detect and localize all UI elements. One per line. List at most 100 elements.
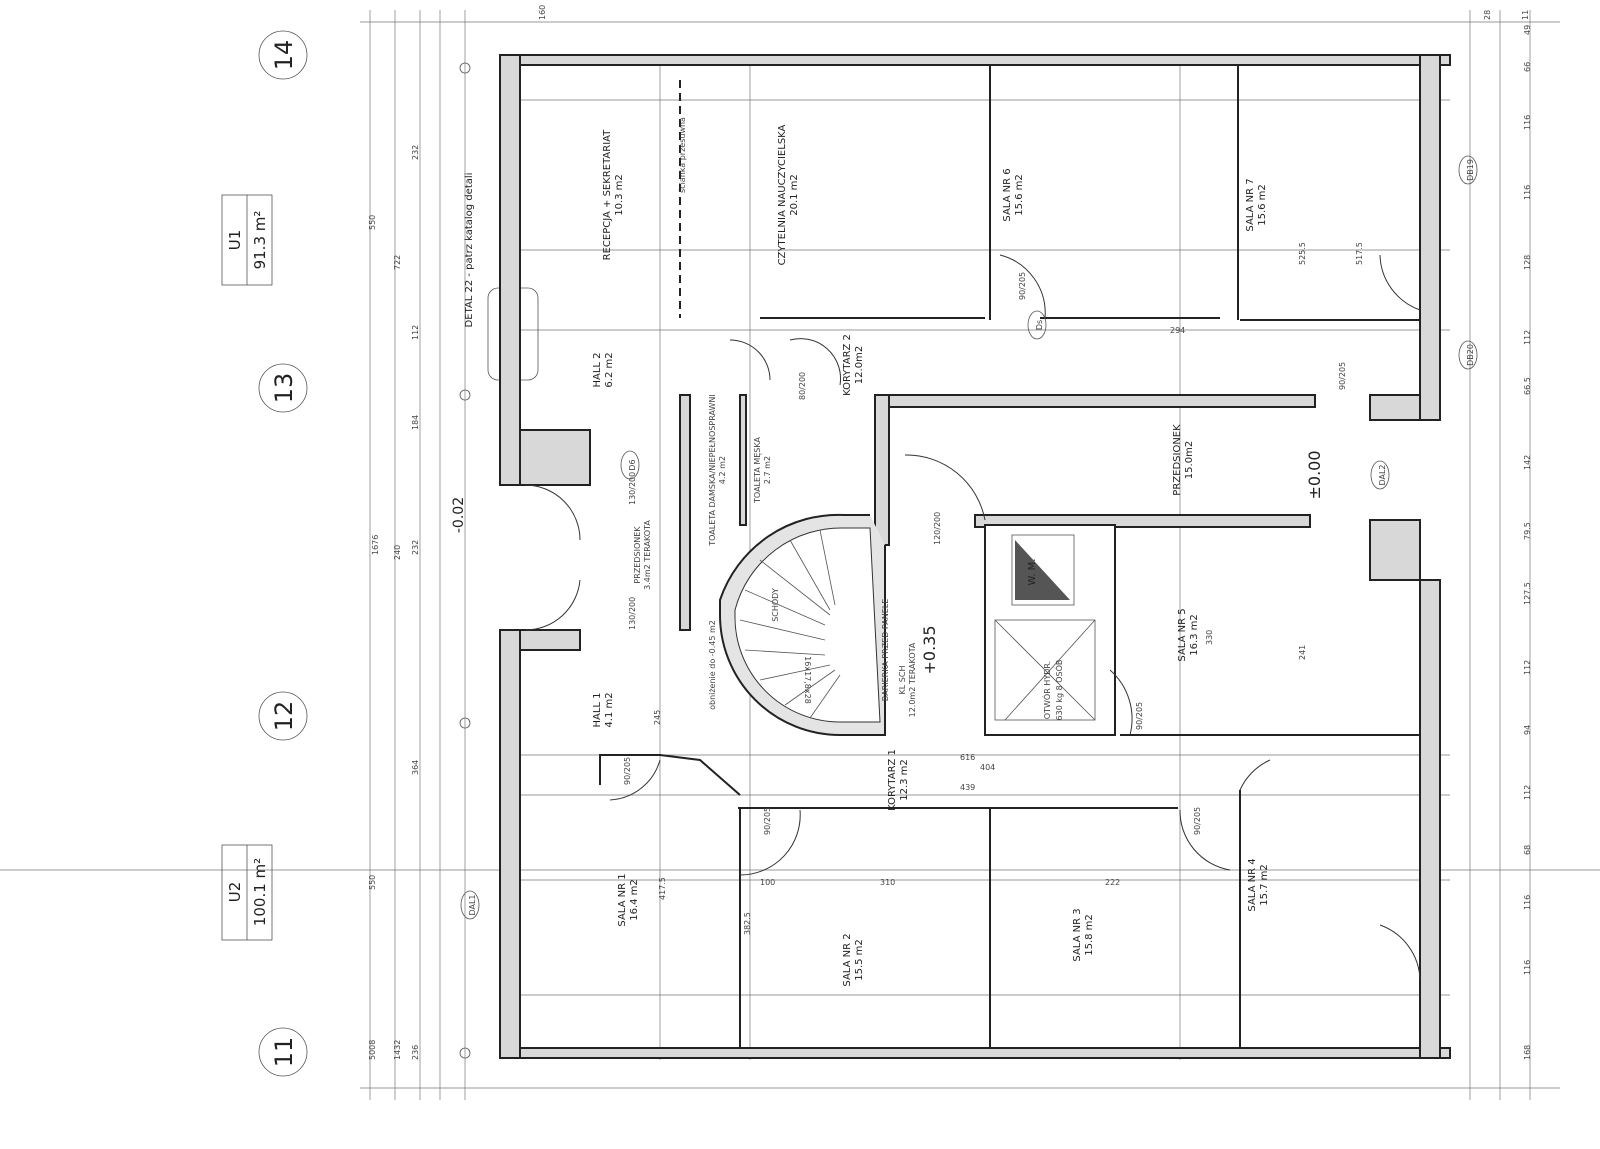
plan-text: 94: [1523, 725, 1532, 735]
door-tag-db19: DB19: [1458, 155, 1478, 185]
lift-capacity: 630 kg 8 OSÓB: [1053, 660, 1064, 721]
axis-label: 13: [270, 373, 298, 404]
level-main: ±0.00: [1305, 450, 1324, 499]
door-size: 90/205: [1135, 702, 1144, 730]
unit-box-u1: U1 91.3 m²: [221, 194, 273, 286]
plan-text: 15.0m2: [1184, 441, 1195, 479]
misc-labels: W. M. OTWÓR HYDR. 630 kg 8 OSÓB +0.35 ±0…: [451, 117, 1324, 720]
plan-text: 68: [1523, 845, 1532, 855]
plan-text: 240: [393, 545, 402, 560]
plan-text: 616: [960, 753, 975, 762]
door-size: 130/200: [628, 597, 637, 630]
plan-text: 20.1 m2: [789, 174, 800, 216]
plan-text: 116: [1523, 960, 1532, 975]
plan-text: HALL 2: [592, 352, 603, 387]
railing-label: BARIERKA PRZED PANELE: [881, 599, 890, 702]
plan-text: D6: [628, 459, 637, 470]
plan-text: 12.0m2: [854, 346, 865, 384]
plan-text: 66: [1523, 62, 1532, 72]
plan-text: 184: [411, 415, 420, 430]
door-size: 90/205: [1018, 272, 1027, 300]
stairs-label: SCHODY: [771, 588, 780, 622]
door-size: 120/200: [933, 512, 942, 545]
axis-label: 12: [270, 701, 298, 732]
plan-text: 245: [653, 710, 662, 725]
unit-name: U2: [226, 882, 244, 903]
axis-label: 11: [270, 1037, 298, 1068]
plan-text: DB19: [1466, 159, 1475, 181]
plan-text: 49: [1523, 25, 1532, 35]
plan-text: 28: [1483, 10, 1492, 20]
plan-text: SALA NR 3: [1072, 908, 1083, 961]
plan-text: 330: [1205, 630, 1214, 645]
plan-text: Ds: [1035, 320, 1044, 330]
plan-text: TOALETA DAMSKA/NIEPEŁNOSPRAWNI: [708, 394, 717, 547]
door-size: 80/200: [798, 372, 807, 400]
plan-text: 112: [1523, 660, 1532, 675]
door-tag-dal1: DAL1: [460, 890, 480, 920]
plan-text: DB20: [1466, 344, 1475, 366]
plan-text: 160: [538, 5, 547, 20]
plan-text: DAL2: [1378, 464, 1387, 485]
plan-text: 1432: [393, 1040, 402, 1060]
stair-treads: [739, 529, 841, 719]
plan-text: KL SCH: [898, 666, 907, 695]
door-tag-d6: D6: [620, 450, 640, 480]
plan-text: 112: [411, 325, 420, 340]
plan-text: 100: [760, 878, 775, 887]
plan-text: 112: [1523, 785, 1532, 800]
door-size: 90/205: [1193, 807, 1202, 835]
level-stair: +0.35: [920, 625, 939, 674]
plan-text: 550: [368, 215, 377, 230]
plan-text: 79.5: [1523, 522, 1532, 540]
doors: [524, 254, 1421, 981]
plan-text: 382.5: [743, 912, 752, 935]
plan-text: DAL1: [468, 894, 477, 915]
plan-text: 116: [1523, 895, 1532, 910]
plan-text: 12.0m2 TERAKOTA: [908, 642, 917, 717]
plan-text: SALA NR 6: [1002, 168, 1013, 221]
door-size: 90/205: [1338, 362, 1347, 390]
plan-text: 525.5: [1298, 242, 1307, 265]
walls: [499, 54, 1451, 1059]
plan-text: 4.1 m2: [604, 692, 615, 727]
plan-text: PRZEDSIONEK: [1172, 424, 1183, 496]
level-entry: -0.02: [451, 497, 467, 533]
plan-text: HALL 1: [592, 692, 603, 727]
door-size: 90/205: [623, 757, 632, 785]
plan-text: 404: [980, 763, 995, 772]
plan-text: 439: [960, 783, 975, 792]
plan-text: 232: [411, 145, 420, 160]
axis-markers: 14 13 12 11: [258, 30, 471, 1077]
door-size: 130/200: [628, 472, 637, 505]
door-tag-dal2: DAL2: [1370, 460, 1390, 490]
plan-text: 364: [411, 760, 420, 775]
plan-text: 15.6 m2: [1257, 184, 1268, 226]
plan-text: 2.7 m2: [763, 456, 772, 484]
door-labels: 90/205 90/205 90/205 120/200 130/200 130…: [460, 155, 1478, 920]
lift-label: OTWÓR HYDR.: [1041, 661, 1052, 719]
plan-text: 6.2 m2: [604, 352, 615, 387]
plan-text: SALA NR 2: [842, 933, 853, 986]
plan-text: 4.2 m2: [718, 456, 727, 484]
plan-text: CZYTELNIA NAUCZYCIELSKA: [777, 124, 788, 265]
plan-text: RECEPCJA + SEKRETARIAT: [602, 129, 613, 261]
plan-text: 722: [393, 255, 402, 270]
door-tag-db20: DB20: [1458, 340, 1478, 370]
plan-text: 3.4m2 TERAKOTA: [643, 520, 652, 590]
plan-text: 128: [1523, 255, 1532, 270]
plan-text: KORYTARZ 1: [887, 749, 898, 811]
plan-text: 116: [1523, 185, 1532, 200]
